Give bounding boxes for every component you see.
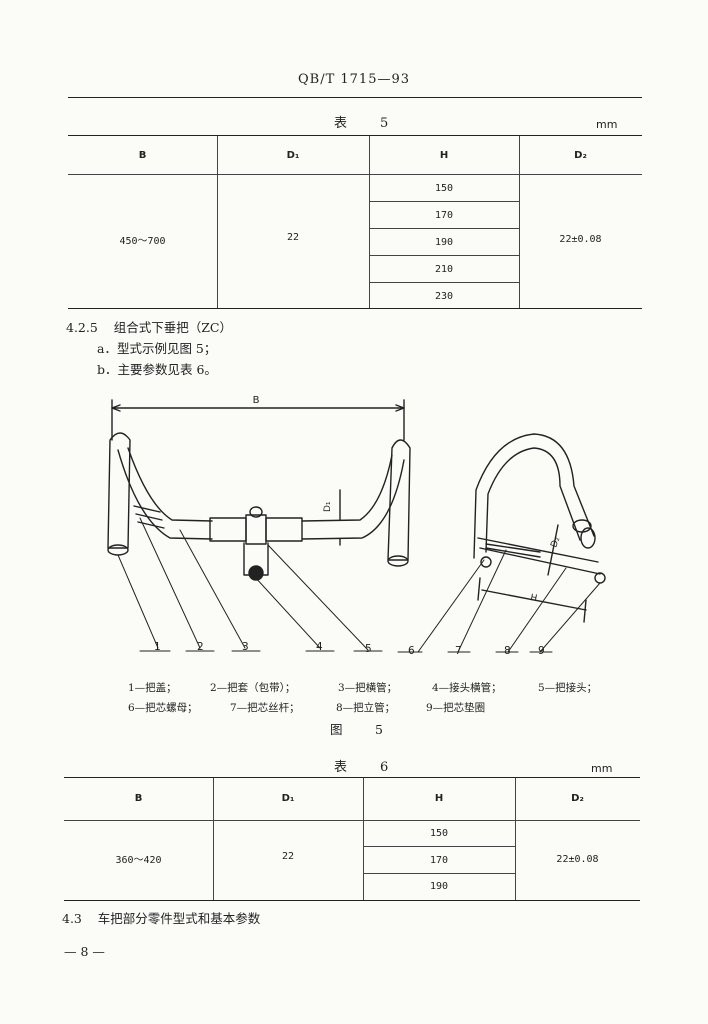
table6-cell-h: 190	[429, 881, 449, 892]
table6-row-rule	[363, 846, 515, 847]
leader-lines	[117, 517, 601, 653]
table6-caption: 表 6	[334, 760, 399, 775]
callout-2: 2	[197, 641, 204, 653]
table5-top-rule	[68, 135, 642, 136]
table6-top-rule	[64, 777, 640, 778]
right-drop-tube	[301, 439, 411, 567]
table6-col-divider	[213, 778, 214, 900]
legend-item: 6—把芯螺母；	[128, 702, 198, 714]
section-title: 组合式下垂把（ZC）	[113, 320, 232, 335]
section-item-a: a．型式示例见图 5；	[97, 341, 217, 356]
table6-header-b: B	[134, 793, 143, 804]
table6-cell-b: 360～420	[115, 855, 162, 866]
table6-header-h: H	[434, 793, 444, 804]
callout-6: 6	[408, 645, 415, 657]
table5-row-rule	[369, 255, 519, 256]
table5-header-d1: D₁	[286, 150, 300, 161]
legend-item: 8—把立管；	[336, 702, 396, 714]
section-number: 4.3	[62, 911, 82, 926]
table5-header-b: B	[138, 150, 147, 161]
table5-header-d2: D₂	[574, 150, 587, 161]
center-clamp	[209, 506, 303, 581]
callout-8: 8	[504, 645, 511, 657]
table5-cell-h: 170	[434, 210, 454, 221]
table5-cell-h: 230	[434, 291, 454, 302]
table5-caption: 表 5	[334, 116, 399, 131]
table6-col-divider	[363, 778, 364, 900]
table6-cell-d2: 22±0.08	[556, 854, 599, 865]
table6-header-d1: D₁	[281, 793, 295, 804]
legend-item: 1—把盖；	[128, 682, 177, 694]
table5-row-rule	[369, 201, 519, 202]
figure5-drawing: B D₁ D₂ H	[107, 395, 606, 653]
section-title: 车把部分零件型式和基本参数	[97, 911, 261, 926]
table5-cell-h: 150	[434, 183, 454, 194]
table6-cell-d1: 22	[281, 851, 295, 862]
table5-cell-b: 450～700	[119, 236, 166, 247]
legend-item: 7—把芯丝杆；	[230, 702, 300, 714]
dimension-b-line	[111, 399, 405, 441]
table5-cell-h: 210	[434, 264, 454, 275]
section-4-2-5-heading: 4.2.5 组合式下垂把（ZC）	[66, 317, 232, 336]
table5-col-divider	[217, 136, 218, 308]
dimension-h-line	[477, 577, 587, 623]
table5-cell-d2: 22±0.08	[559, 234, 602, 245]
left-drop-tube	[107, 432, 213, 556]
table5-col-divider	[369, 136, 370, 308]
legend-item: 3—把横管；	[338, 682, 398, 694]
legend-item: 4—接头横管；	[432, 682, 502, 694]
table5-cell-h: 190	[434, 237, 454, 248]
callout-7: 7	[455, 645, 462, 657]
section-4-3-heading: 4.3 车把部分零件型式和基本参数	[62, 908, 260, 927]
figure5-caption: 图 5	[330, 722, 393, 737]
dimension-d2-label: D₂	[549, 535, 562, 549]
table6-header-d2: D₂	[571, 793, 584, 804]
table5-bottom-rule	[68, 308, 642, 309]
table6-col-divider	[515, 778, 516, 900]
table6-unit: mm	[591, 762, 613, 775]
table6-cell-h: 170	[429, 855, 449, 866]
table5-unit: mm	[596, 118, 618, 131]
section-item-b: b．主要参数见表 6。	[97, 362, 217, 377]
callout-5: 5	[365, 643, 372, 655]
callout-3: 3	[242, 641, 249, 653]
table6-row-rule	[363, 873, 515, 874]
table5-row-rule	[369, 228, 519, 229]
legend-item: 2—把套（包带）；	[210, 682, 296, 694]
table5-header-rule	[68, 174, 642, 175]
table6-cell-h: 150	[429, 828, 449, 839]
table5-row-rule	[369, 282, 519, 283]
dimension-b-label: B	[253, 395, 260, 406]
table5-col-divider	[519, 136, 520, 308]
table6-header-rule	[64, 820, 640, 821]
table6-bottom-rule	[64, 900, 640, 901]
table5-cell-d1: 22	[286, 232, 300, 243]
dimension-d1-label: D₁	[323, 501, 333, 512]
legend-item: 5—把接头；	[538, 682, 598, 694]
legend-item: 9—把芯垫圈	[426, 702, 486, 714]
section-number: 4.2.5	[66, 320, 98, 335]
document-code: QB/T 1715—93	[297, 72, 411, 87]
callout-1: 1	[154, 641, 161, 653]
header-rule	[68, 97, 642, 98]
dimension-h-label: H	[529, 593, 537, 604]
callout-9: 9	[538, 645, 545, 657]
page-number: — 8 —	[64, 944, 105, 959]
side-view	[473, 433, 606, 584]
callout-4: 4	[316, 641, 323, 653]
table5-header-h: H	[439, 150, 449, 161]
